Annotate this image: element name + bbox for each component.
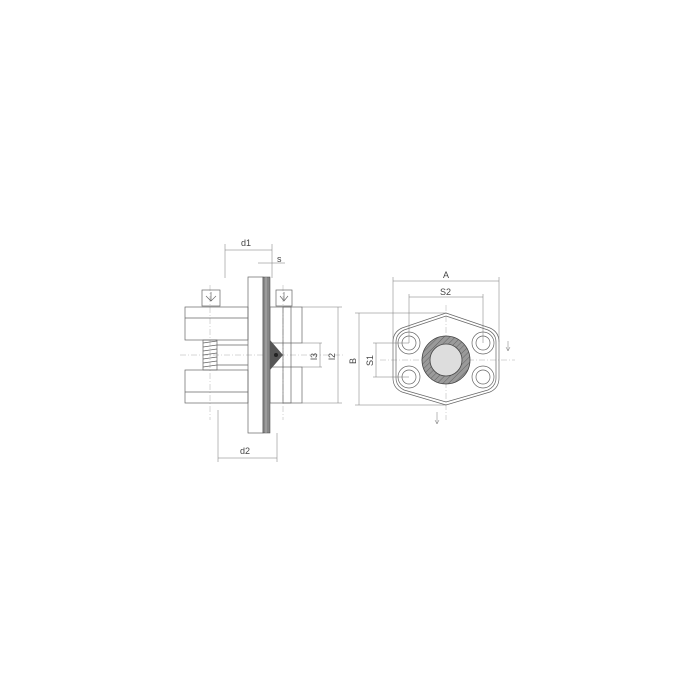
bolt-hole (471, 365, 495, 389)
section-block-upper (269, 306, 303, 344)
dim-label-d2: d2 (240, 446, 250, 456)
gasket-strip (262, 276, 271, 434)
upper-pipe-block (184, 306, 249, 341)
dim-label-l3: l3 (309, 353, 319, 360)
section-arrow-bottom (434, 412, 440, 425)
bolt-head-left (201, 289, 221, 307)
bolt-head-right (275, 289, 293, 307)
dim-label-d1: d1 (241, 238, 251, 248)
center-bore (429, 343, 463, 377)
dim-label-B: B (348, 358, 358, 364)
dim-label-s: s (277, 254, 282, 264)
spring-coil (202, 339, 218, 371)
lower-pipe-block (184, 369, 249, 404)
dim-label-S2: S2 (440, 287, 451, 297)
section-arrow-right (505, 341, 511, 352)
front-view: A S2 B S1 (348, 270, 515, 425)
dim-label-S1: S1 (365, 355, 375, 366)
section-block-lower (269, 366, 303, 404)
side-view: d1 s l3 l2 d2 (180, 238, 345, 462)
dim-label-l2: l2 (327, 353, 337, 360)
dim-label-A: A (443, 270, 449, 280)
